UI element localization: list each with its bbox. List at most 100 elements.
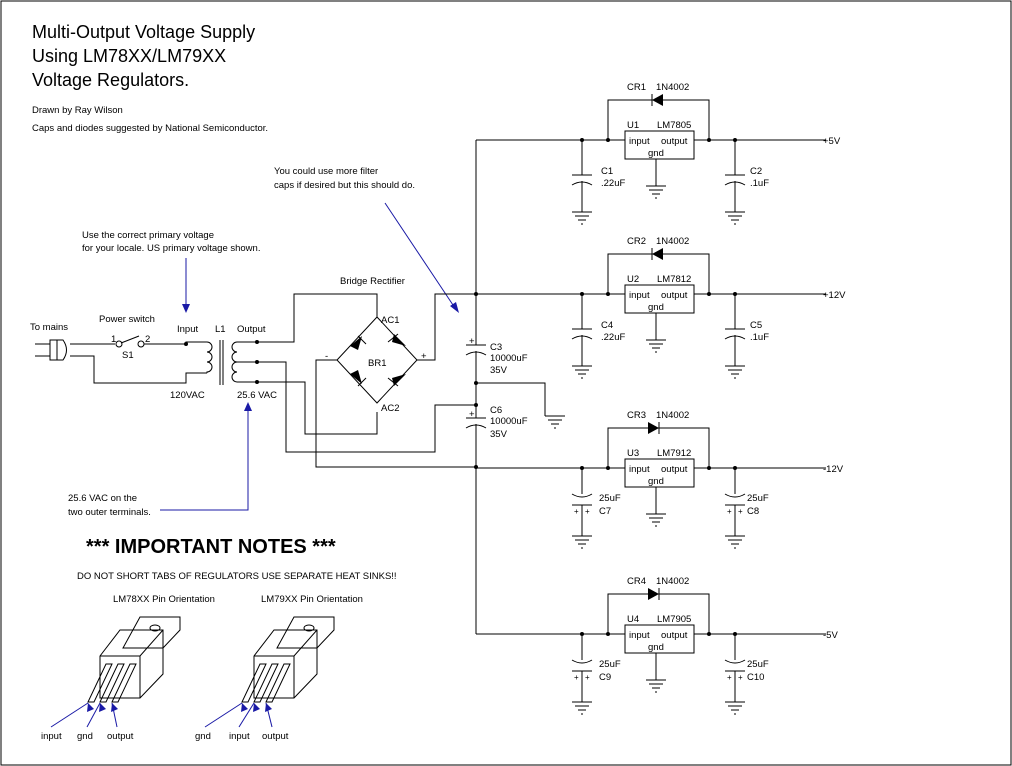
svg-text:+: + (469, 409, 475, 420)
transformer-input-label: Input (177, 324, 198, 335)
cap-plate-curved (571, 659, 593, 664)
pin-arrow (50, 702, 89, 728)
transformer-output-label: Output (237, 324, 266, 335)
output-voltage-label: +12V (823, 290, 846, 301)
pin-arrowhead (265, 703, 272, 712)
diode-ref-label: CR2 (627, 236, 646, 247)
output-cap-ref-label: C8 (747, 506, 759, 517)
ground-icon (572, 535, 592, 549)
transformer-ref-label: L1 (215, 324, 226, 335)
filter-cap-c6: + (465, 405, 487, 634)
regulator-ref-label: U3 (627, 448, 639, 459)
regulator-pin-input-label: input (629, 630, 650, 641)
bridge-ac2-label: AC2 (381, 403, 399, 414)
pin-label-gnd: gnd (77, 731, 93, 742)
notes-warning: DO NOT SHORT TABS OF REGULATORS USE SEPA… (77, 571, 397, 582)
pin-arrowhead (111, 703, 118, 712)
tab-hole (149, 624, 161, 632)
input-cap-value-label: 25uF (599, 493, 621, 504)
filter-caps-annotation: You could use more filter caps if desire… (274, 166, 459, 313)
output-cap: ++ (724, 634, 746, 702)
pin-arrowhead (87, 703, 94, 712)
cap-plus-label: + (738, 507, 743, 516)
filter-cap-c3: + (465, 336, 487, 405)
cap-plus-label: + (585, 507, 590, 516)
diode-part-label: 1N4002 (656, 410, 689, 421)
diode-ref-label: CR4 (627, 576, 646, 587)
ground-icon (572, 211, 592, 225)
c6-value-label: 10000uF (490, 416, 528, 427)
switch-pin-2-label: 2 (145, 334, 150, 345)
pin-label-input: input (41, 731, 62, 742)
regulator-pin-gnd-label: gnd (648, 148, 664, 159)
power-switch-label: Power switch (99, 314, 155, 325)
secondary-note-line-2: two outer terminals. (68, 507, 151, 518)
cap-plus-label: + (574, 507, 579, 516)
junction-dot (707, 632, 711, 636)
regulator-pin-gnd-label: gnd (648, 302, 664, 313)
c6-voltage-label: 35V (490, 429, 508, 440)
regulator-part-label: LM7905 (657, 614, 691, 625)
regulator-box (624, 624, 695, 654)
secondary-voltage-annotation: 25.6 VAC on the two outer terminals. (68, 402, 252, 518)
bridge-ref-label: BR1 (368, 358, 386, 369)
filter-caps-note-line-1: You could use more filter (274, 166, 378, 177)
junction-dot (606, 138, 610, 142)
switch-pin-1-label: 1 (111, 334, 116, 345)
output-voltage-label: -12V (823, 464, 844, 475)
switch-ref-label: S1 (122, 350, 134, 361)
diode-icon (648, 588, 659, 600)
diode-ref-label: CR3 (627, 410, 646, 421)
c6-ref-label: C6 (490, 405, 502, 416)
power-switch-icon[interactable]: 1 2 S1 (111, 334, 150, 361)
cap-plus-label: + (727, 673, 732, 682)
primary-note-line-2: for your locale. US primary voltage show… (82, 243, 260, 254)
ground-icon (646, 513, 666, 527)
regulator-ref-label: U1 (627, 120, 639, 131)
filter-caps-arrow (384, 202, 456, 309)
heatsink-tab (122, 616, 181, 649)
primary-note-line-1: Use the correct primary voltage (82, 230, 214, 241)
filter-caps-arrowhead (450, 302, 459, 313)
lm78-pin-title: LM78XX Pin Orientation (113, 594, 215, 605)
output-cap-value-label: .1uF (750, 178, 769, 189)
regulator-pin-output-label: output (661, 630, 688, 641)
title-line-3: Voltage Regulators. (32, 70, 189, 90)
diode-ref-label: CR1 (627, 82, 646, 93)
heatsink-tab (276, 616, 335, 649)
pin-label-input: input (229, 731, 250, 742)
cap-plate-curved (724, 659, 746, 664)
pin-lead (111, 663, 137, 703)
pin-arrowhead (99, 703, 106, 712)
pin-lead (87, 663, 113, 703)
ground-icon (572, 365, 592, 379)
output-voltage-label: +5V (823, 136, 841, 147)
diagram-title: Multi-Output Voltage Supply Using LM78XX… (32, 22, 255, 90)
secondary-voltage-label: 25.6 VAC (237, 390, 277, 401)
diode-part-label: 1N4002 (656, 576, 689, 587)
svg-text:+: + (469, 336, 475, 347)
pin-arrowhead (253, 703, 260, 712)
output-cap-ref-label: C10 (747, 672, 764, 683)
regulator-pin-input-label: input (629, 464, 650, 475)
regulator-box (624, 130, 695, 160)
pin-lead (265, 663, 291, 703)
diode-icon (652, 248, 663, 260)
input-cap-ref-label: C1 (601, 166, 613, 177)
input-cap (571, 294, 593, 366)
ground-icon (725, 211, 745, 225)
diode-icon (652, 94, 663, 106)
output-cap: ++ (724, 468, 746, 536)
junction-dot (606, 466, 610, 470)
cap-plus-label: + (574, 673, 579, 682)
diode-part-label: 1N4002 (656, 236, 689, 247)
input-cap-value-label: .22uF (601, 178, 625, 189)
to-mains-label: To mains (30, 322, 68, 333)
mains-plug-icon (35, 339, 67, 361)
title-line-2: Using LM78XX/LM79XX (32, 46, 226, 66)
regulator-pin-output-label: output (661, 290, 688, 301)
